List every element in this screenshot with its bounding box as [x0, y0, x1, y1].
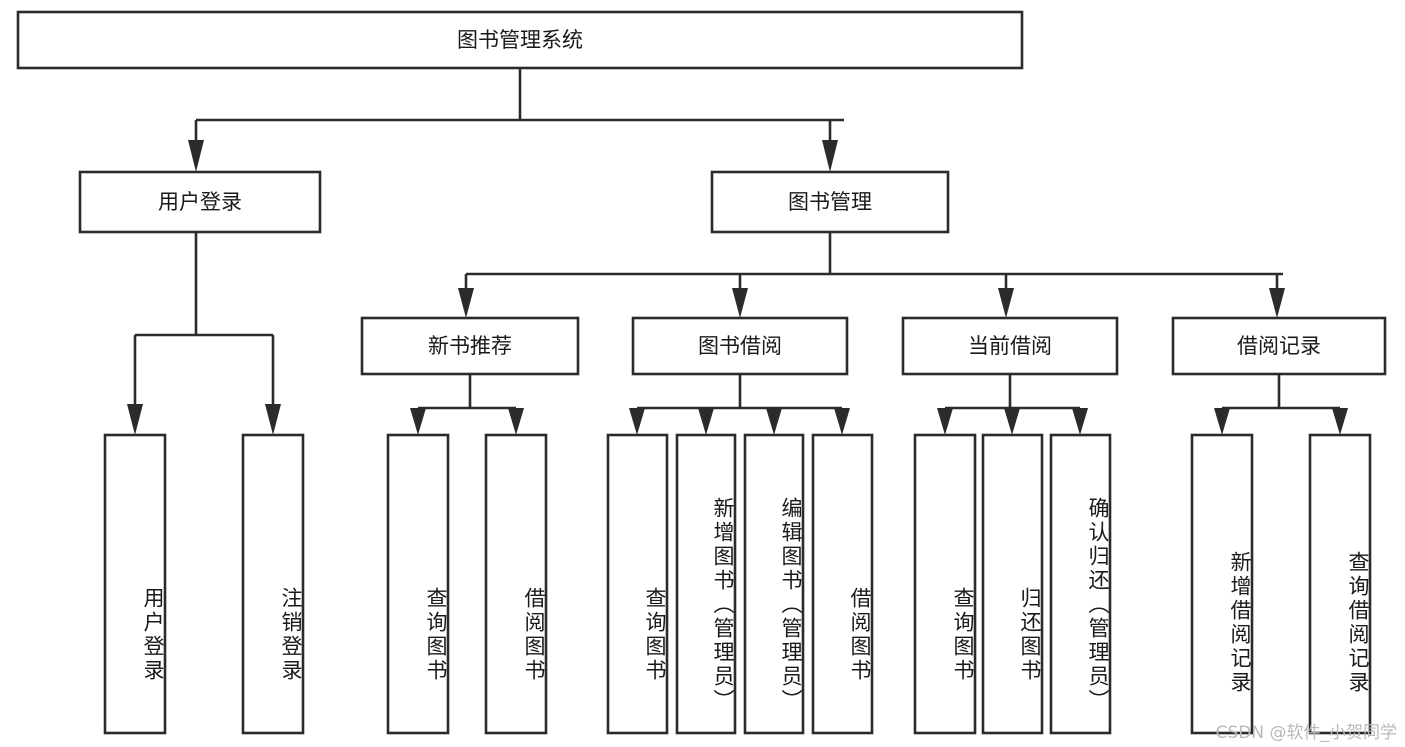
- arrow-head-record-leaf-2: [1332, 408, 1348, 435]
- arrow-head-leaf-logout: [265, 404, 281, 435]
- node-label-book-management: 图书管理: [788, 190, 872, 214]
- connector-group: [127, 68, 1348, 435]
- arrow-head-rec-leaf-2: [508, 408, 524, 435]
- leaf-box-group: [103, 433, 1372, 735]
- arrow-head-record-leaf-1: [1214, 408, 1230, 435]
- node-box-book-management: [710, 170, 950, 234]
- node-box-borrow-record: [1171, 316, 1387, 376]
- node-current-borrow[interactable]: 当前借阅: [901, 316, 1119, 376]
- leaf-box-query-book-cur[interactable]: [913, 433, 977, 735]
- node-box-root: [16, 10, 1024, 70]
- arrow-head-current-leaf-2: [1004, 408, 1020, 435]
- leaf-box-confirm-return[interactable]: [1049, 433, 1112, 735]
- arrow-head-new-book-rec: [458, 288, 474, 318]
- arrow-head-current-leaf-1: [937, 408, 953, 435]
- arrow-head-borrow-leaf-2: [698, 408, 714, 435]
- node-label-new-book-recommend: 新书推荐: [428, 334, 512, 358]
- node-label-user-login: 用户登录: [158, 190, 242, 214]
- leaf-box-query-record[interactable]: [1308, 433, 1372, 735]
- watermark-text: CSDN @软件_小贺同学: [1215, 723, 1397, 743]
- arrow-head-borrow-leaf-1: [629, 408, 645, 435]
- leaf-box-query-book-rec[interactable]: [386, 433, 450, 735]
- leaf-box-add-record[interactable]: [1190, 433, 1254, 735]
- arrow-head-borrow-record: [1269, 288, 1285, 318]
- arrow-head-borrow-leaf-4: [834, 408, 850, 435]
- node-new-book-recommend[interactable]: 新书推荐: [360, 316, 580, 376]
- arrow-head-book-borrow: [732, 288, 748, 318]
- node-box-user-login: [78, 170, 322, 234]
- arrow-head-current-leaf-3: [1072, 408, 1088, 435]
- node-label-borrow-record: 借阅记录: [1237, 334, 1321, 358]
- leaf-box-return-book[interactable]: [981, 433, 1044, 735]
- arrow-head-rec-leaf-1: [410, 408, 426, 435]
- arrow-head-book-manage: [822, 140, 838, 172]
- node-label-book-borrow: 图书借阅: [698, 334, 782, 358]
- leaf-box-add-book-admin[interactable]: [675, 433, 737, 735]
- arrow-head-leaf-user-login: [127, 404, 143, 435]
- node-box-new-book-recommend: [360, 316, 580, 376]
- leaf-box-user-login[interactable]: [103, 433, 167, 735]
- node-label-root: 图书管理系统: [457, 28, 583, 52]
- leaf-box-borrow-book-rec[interactable]: [484, 433, 548, 735]
- leaf-box-logout[interactable]: [241, 433, 305, 735]
- node-box-book-borrow: [631, 316, 849, 376]
- leaf-box-query-book-bor[interactable]: [606, 433, 669, 735]
- leaf-box-borrow-book-bor[interactable]: [811, 433, 874, 735]
- node-label-current-borrow: 当前借阅: [968, 334, 1052, 358]
- arrow-head-current-borrow: [998, 288, 1014, 318]
- leaf-box-edit-book-admin[interactable]: [743, 433, 805, 735]
- node-user-login[interactable]: 用户登录: [78, 170, 322, 234]
- node-borrow-record[interactable]: 借阅记录: [1171, 316, 1387, 376]
- node-box-current-borrow: [901, 316, 1119, 376]
- node-book-borrow[interactable]: 图书借阅: [631, 316, 849, 376]
- node-book-management[interactable]: 图书管理: [710, 170, 950, 234]
- arrow-head-borrow-leaf-3: [766, 408, 782, 435]
- node-root-system[interactable]: 图书管理系统: [16, 10, 1024, 70]
- arrow-head-user-login: [188, 140, 204, 172]
